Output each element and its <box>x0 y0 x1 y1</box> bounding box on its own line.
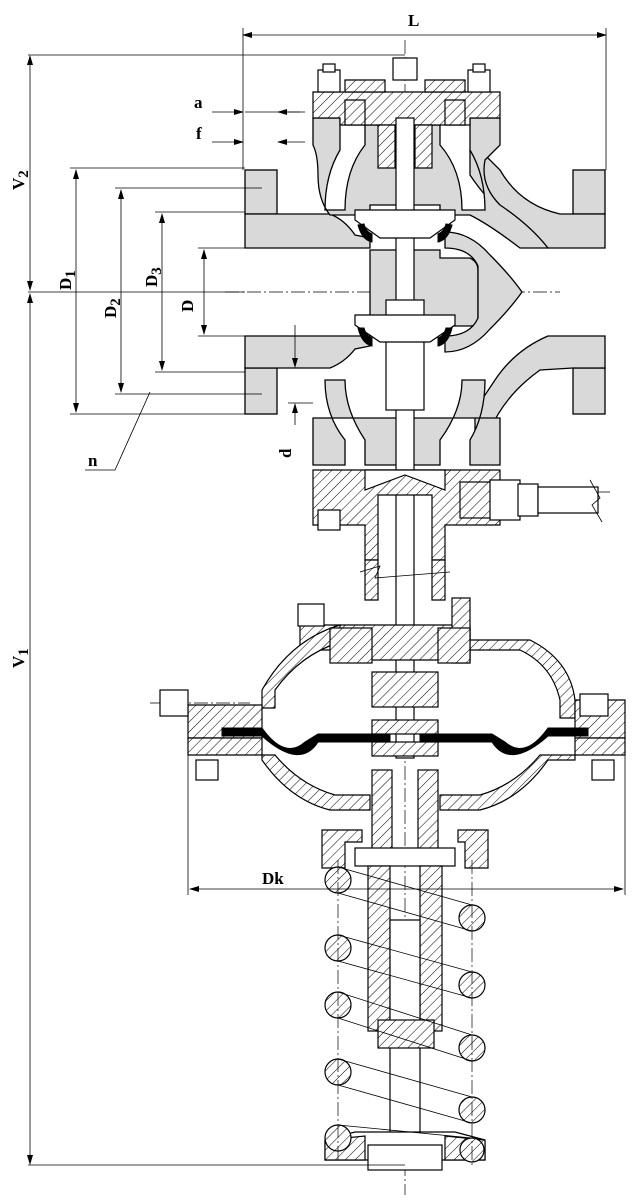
label-n: n <box>88 451 98 470</box>
dimension-lines <box>27 28 626 1166</box>
label-Dk: Dk <box>262 869 284 888</box>
label-D: D <box>178 300 197 312</box>
lower-yoke <box>312 469 603 601</box>
valve-body <box>244 117 606 466</box>
label-D1: D1 <box>56 270 79 290</box>
top-cover <box>312 57 501 169</box>
spring-assembly <box>321 829 489 1171</box>
svg-text:d: d <box>276 448 295 458</box>
label-V1: V1 <box>9 648 32 668</box>
svg-text:V2: V2 <box>9 170 32 190</box>
svg-text:D2: D2 <box>101 298 124 318</box>
label-L: L <box>408 11 419 30</box>
svg-text:D: D <box>178 300 197 312</box>
label-D2: D2 <box>101 298 124 318</box>
svg-text:V1: V1 <box>9 648 32 668</box>
label-D3: D3 <box>142 267 165 287</box>
svg-text:D1: D1 <box>56 270 79 290</box>
dimension-labels: L a f V2 V1 D1 D2 D3 D n d Dk <box>9 11 419 888</box>
label-V2: V2 <box>9 170 32 190</box>
valve-plugs <box>354 209 456 347</box>
label-f: f <box>196 124 202 143</box>
svg-text:D3: D3 <box>142 267 165 287</box>
label-d: d <box>276 448 295 458</box>
actuator <box>159 597 626 856</box>
label-a: a <box>194 93 203 112</box>
